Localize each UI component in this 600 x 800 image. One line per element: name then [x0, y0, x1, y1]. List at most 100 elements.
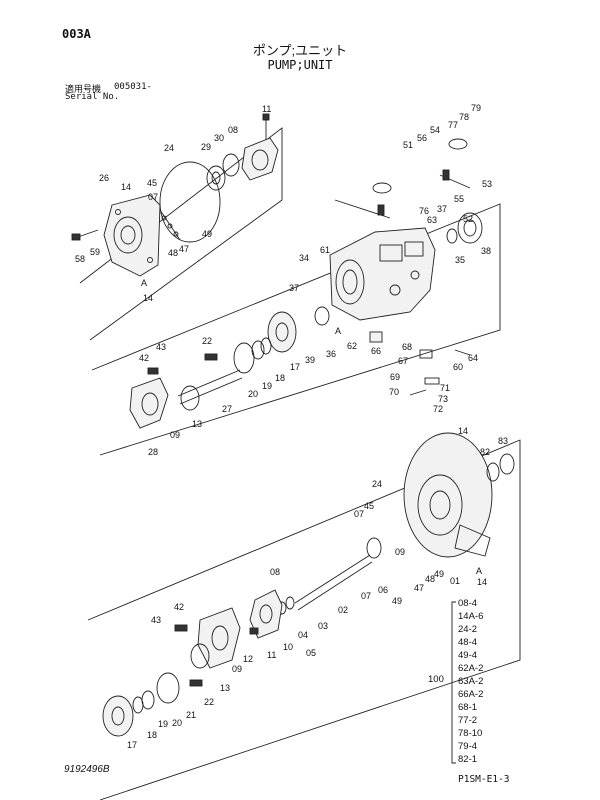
callout-10: 10	[283, 642, 293, 652]
qty-item: 62A-2	[458, 663, 484, 674]
callout-52: 52	[463, 214, 473, 224]
callout-47: 47	[179, 244, 189, 254]
callout-56: 56	[417, 133, 427, 143]
qty-item: 78-10	[458, 728, 483, 739]
qty-item: 82-1	[458, 754, 478, 765]
callout-08: 08	[228, 125, 238, 135]
callout-A-middle: A	[335, 326, 341, 336]
callout-83: 83	[498, 436, 508, 446]
callout-20: 20	[248, 389, 258, 399]
retainer-20	[233, 342, 255, 374]
callout-18-lower: 18	[147, 730, 157, 740]
callout-04: 04	[298, 630, 308, 640]
callout-13: 13	[192, 419, 202, 429]
callout-34: 34	[299, 253, 309, 263]
callout-18: 18	[275, 373, 285, 383]
callout-24-lower: 24	[372, 479, 382, 489]
callout-01: 01	[450, 576, 460, 586]
callout-08-lower: 08	[270, 567, 280, 577]
callout-48-lower: 48	[425, 574, 435, 584]
qty-item: 49-4	[458, 650, 478, 661]
qty-item: 63A-2	[458, 676, 484, 687]
callout-55: 55	[454, 194, 464, 204]
callout-14-flange: 14	[477, 577, 487, 587]
callout-17: 17	[290, 362, 300, 372]
callout-45: 45	[147, 178, 157, 188]
callout-09-swash: 09	[232, 664, 242, 674]
callout-48: 48	[168, 248, 178, 258]
callout-24: 24	[164, 143, 174, 153]
callout-51: 51	[403, 140, 413, 150]
callout-45-lower: 45	[364, 501, 374, 511]
callout-20-lower: 20	[172, 718, 182, 728]
callout-26: 26	[99, 173, 109, 183]
callout-07-lower: 07	[354, 509, 364, 519]
callout-17-lower: 17	[127, 740, 137, 750]
callout-27: 27	[222, 404, 232, 414]
qty-item: 48-4	[458, 637, 478, 648]
callout-09: 09	[170, 430, 180, 440]
qty-bracket	[451, 601, 456, 764]
seal-82	[486, 462, 500, 482]
callout-A-upper: A	[141, 278, 147, 288]
plate-05	[249, 589, 283, 639]
retainer-21	[156, 672, 180, 704]
ring-35	[446, 228, 458, 244]
callout-30: 30	[214, 133, 224, 143]
callout-68: 68	[402, 342, 412, 352]
callout-53: 53	[482, 179, 492, 189]
callout-42-lower: 42	[174, 602, 184, 612]
callout-66: 66	[371, 346, 381, 356]
callout-54: 54	[430, 125, 440, 135]
group-outline-upper	[79, 127, 283, 341]
callout-38: 38	[481, 246, 491, 256]
block-17-lower	[102, 695, 134, 737]
callout-07: 07	[148, 192, 158, 202]
callout-64: 64	[468, 353, 478, 363]
callout-71: 71	[440, 383, 450, 393]
callout-37: 37	[437, 204, 447, 214]
callout-35: 35	[455, 255, 465, 265]
qty-item: 66A-2	[458, 689, 484, 700]
callout-22-lower: 22	[204, 697, 214, 707]
callout-70: 70	[389, 387, 399, 397]
cover-assembly-26	[103, 194, 161, 277]
callout-49-flange: 49	[392, 596, 402, 606]
part-68	[419, 349, 433, 359]
shaft-02	[294, 554, 371, 604]
plate-13-lower	[190, 643, 210, 669]
cap-77-left	[372, 182, 392, 194]
ring-30	[222, 153, 240, 177]
callout-36: 36	[326, 349, 336, 359]
callout-49-lower: 49	[434, 569, 444, 579]
callout-07-shaft: 07	[361, 591, 371, 601]
callout-19: 19	[262, 381, 272, 391]
ring-83	[499, 453, 515, 475]
callout-14: 14	[121, 182, 131, 192]
callout-43-lower: 43	[151, 615, 161, 625]
cap-77-right	[448, 138, 468, 150]
callout-72: 72	[433, 404, 443, 414]
bearing-07	[366, 537, 382, 559]
callout-12: 12	[243, 654, 253, 664]
serial-label-en: Serial No.	[65, 92, 120, 102]
callout-47-lower: 47	[414, 583, 424, 593]
serial-value: 005031-	[114, 82, 152, 92]
bearing-37	[314, 306, 330, 326]
page-code: 003A	[62, 27, 91, 41]
shaft-27	[177, 369, 241, 397]
callout-58: 58	[75, 254, 85, 264]
callout-82: 82	[480, 447, 490, 457]
bearing-29	[206, 165, 226, 191]
callout-19-lower: 19	[158, 719, 168, 729]
callout-79: 79	[471, 103, 481, 113]
callout-67: 67	[398, 356, 408, 366]
callout-13-lower: 13	[220, 683, 230, 693]
flange-01	[403, 432, 493, 558]
part-71	[424, 377, 440, 385]
callout-37-middle: 37	[289, 283, 299, 293]
callout-39: 39	[305, 355, 315, 365]
page-title-jp: ポンプ;ユニット	[252, 43, 348, 58]
drawing-number: 9192496B	[64, 764, 110, 775]
